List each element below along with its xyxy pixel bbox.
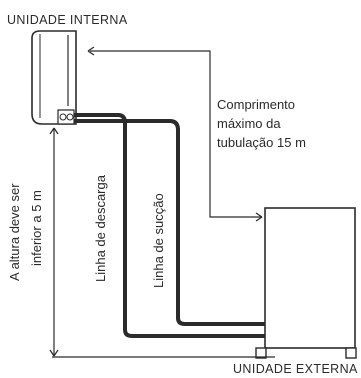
height-label-line-2: inferior a 5 m [29,190,44,266]
height-label-line-1: A altura deve ser [7,183,22,281]
external-unit [255,207,357,359]
discharge-line-label: Linha de descarga [93,175,108,282]
external-unit-label: UNIDADE EXTERNA [233,362,358,376]
suction-line-label: Linha de sucção [151,193,166,288]
pipe-length-label-line-2: máximo da [217,116,281,131]
pipe-length-label-line-3: tubulação 15 m [217,135,306,150]
internal-unit [31,30,77,125]
discharge-line [74,113,266,338]
pipe-length-label-line-1: Comprimento [217,97,296,112]
height-dimension [49,127,275,358]
internal-unit-label: UNIDADE INTERNA [7,13,128,27]
suction-line [74,119,266,326]
pipe-length-dimension [87,46,263,222]
